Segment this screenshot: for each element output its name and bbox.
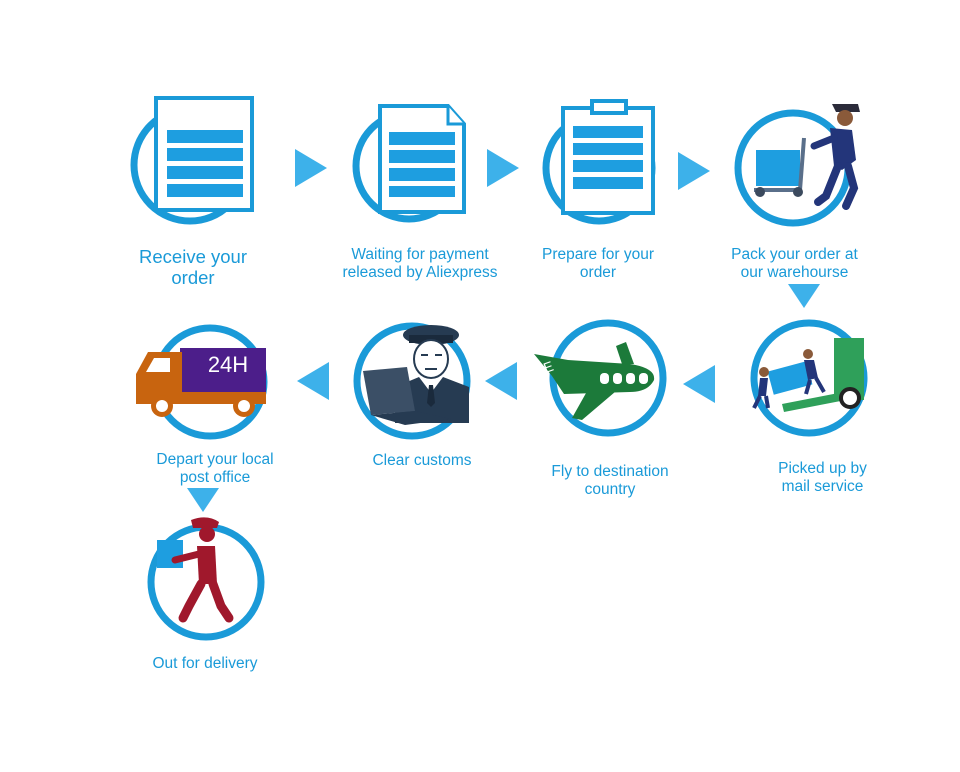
caption-clear-customs: Clear customs [352, 452, 492, 470]
step-waiting-payment [346, 102, 476, 232]
step-out-for-delivery [145, 512, 275, 642]
arrow-left-icon [485, 362, 517, 400]
caption-line: country [584, 481, 636, 498]
caption-receive-order: Receive your order [118, 246, 268, 288]
caption-line: order [579, 264, 617, 281]
arrow-right-icon [678, 152, 710, 190]
caption-out-for-delivery: Out for delivery [130, 655, 280, 673]
truck-badge: 24H [207, 352, 249, 377]
caption-waiting-payment: Waiting for payment released by Aliexpre… [330, 246, 510, 282]
caption-line: Out for delivery [152, 655, 258, 672]
arrow-right-icon [487, 149, 519, 187]
step-picked-up [742, 316, 877, 446]
step-fly-destination: E [530, 316, 670, 446]
loading-truck-icon [750, 319, 868, 437]
caption-pack-order: Pack your order at our warehourse [712, 246, 877, 282]
caption-line: Prepare for your [542, 246, 654, 263]
arrow-left-icon [297, 362, 329, 400]
arrow-right-icon [295, 149, 327, 187]
customs-officer-icon [353, 322, 471, 440]
delivery-truck-icon [136, 324, 268, 440]
step-pack-order [730, 98, 870, 233]
step-depart-post-office: 24H [132, 322, 272, 447]
caption-fly-destination: Fly to destination country [530, 463, 690, 499]
arrow-left-icon [683, 365, 715, 403]
caption-line: our warehourse [740, 264, 849, 281]
caption-line: mail service [781, 478, 864, 495]
caption-line: order [171, 267, 215, 288]
document-icon [130, 96, 254, 225]
clipboard-icon [542, 99, 656, 225]
step-clear-customs [345, 315, 480, 445]
caption-line: Receive your [139, 246, 247, 267]
caption-line: Clear customs [372, 452, 472, 469]
arrow-down-icon [187, 488, 219, 512]
airplane-icon: E [534, 319, 667, 437]
caption-line: Pack your order at [731, 246, 858, 263]
caption-picked-up: Picked up by mail service [760, 460, 885, 496]
caption-depart-post-office: Depart your local post office [140, 451, 290, 487]
caption-line: Waiting for payment [351, 246, 489, 263]
caption-line: Fly to destination [551, 463, 669, 480]
invoice-icon [352, 104, 466, 223]
caption-line: Picked up by [778, 460, 867, 477]
arrow-down-icon [788, 284, 820, 308]
caption-line: released by Aliexpress [342, 264, 498, 281]
warehouse-worker-icon [734, 104, 860, 227]
caption-line: post office [179, 469, 251, 486]
caption-prepare-order: Prepare for your order [518, 246, 678, 282]
courier-icon [147, 517, 265, 641]
caption-line: Depart your local [156, 451, 274, 468]
step-receive-order [120, 95, 260, 235]
step-prepare-order [536, 98, 666, 233]
